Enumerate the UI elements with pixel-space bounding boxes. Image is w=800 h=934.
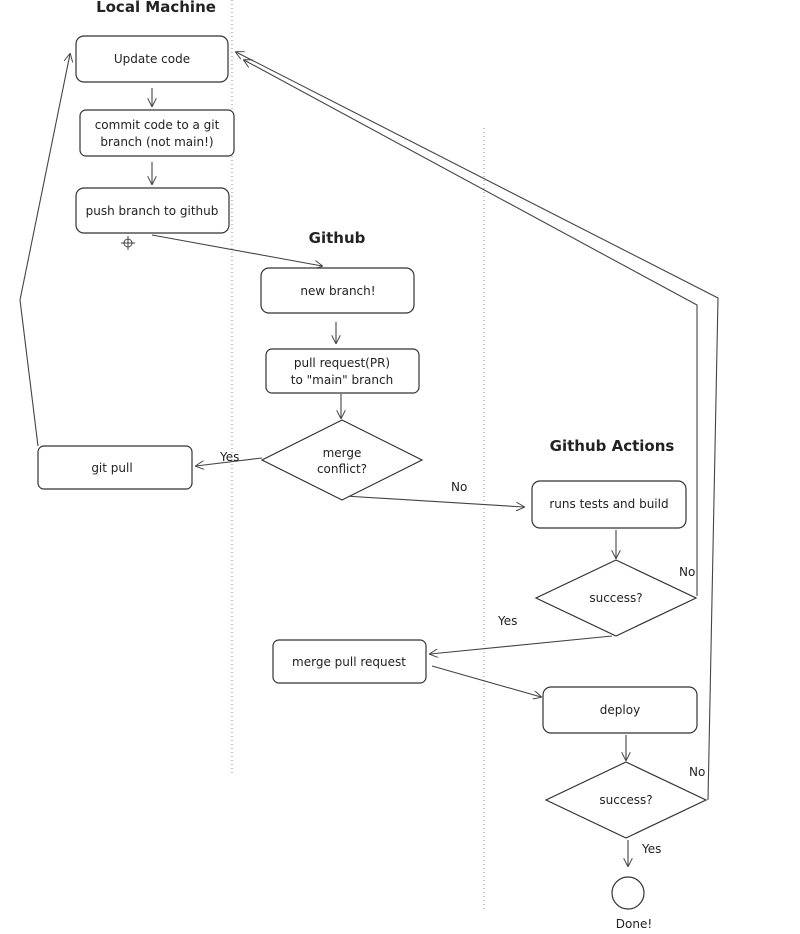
edge-success2-no-to-update: [236, 52, 719, 801]
decision-success-deploy-label: success?: [599, 793, 652, 807]
edge-label-success1-no: No: [679, 565, 695, 579]
node-pr-label-line1: pull request(PR): [294, 356, 390, 370]
decision-merge-conflict-line1: merge: [323, 446, 362, 460]
node-new-branch-label: new branch!: [300, 284, 375, 298]
node-push-branch: push branch to github: [75, 187, 230, 234]
move-cursor-icon: [121, 236, 135, 250]
edge-label-success1-yes: Yes: [497, 614, 517, 628]
decision-success-tests-label: success?: [589, 591, 642, 605]
lane-title-local-machine: Local Machine: [96, 0, 216, 16]
node-push-label: push branch to github: [86, 204, 219, 218]
lane-title-github-actions: Github Actions: [550, 437, 675, 455]
lane-title-github: Github: [309, 229, 366, 247]
node-new-branch: new branch!: [260, 267, 415, 314]
node-runs-tests-label: runs tests and build: [549, 497, 668, 511]
decision-merge-conflict-line2: conflict?: [317, 462, 367, 476]
edge-success1-yes-to-merge: [430, 635, 613, 654]
decision-success-deploy: success?: [544, 761, 708, 839]
decision-success-tests: success?: [534, 559, 698, 637]
node-pull-request: pull request(PR) to "main" branch: [265, 348, 420, 394]
edge-git-pull-to-update: [19, 54, 70, 447]
edge-label-conflict-no: No: [451, 480, 467, 494]
end-node-label: Done!: [616, 917, 652, 931]
edge-label-success2-yes: Yes: [641, 842, 661, 856]
edge-merge-to-deploy: [431, 665, 541, 697]
edge-conflict-no-to-tests: [344, 495, 524, 507]
edge-label-conflict-yes: Yes: [219, 450, 239, 464]
decision-merge-conflict: merge conflict?: [260, 419, 424, 501]
node-runs-tests: runs tests and build: [531, 480, 687, 529]
node-pr-label-line2: to "main" branch: [291, 373, 393, 387]
node-git-pull-label: git pull: [91, 461, 132, 475]
edge-label-success2-no: No: [689, 765, 705, 779]
edge-push-to-new-branch: [151, 234, 322, 266]
node-git-pull: git pull: [37, 445, 193, 490]
node-deploy: deploy: [542, 686, 698, 734]
end-node: [611, 876, 645, 910]
node-merge-pr-label: merge pull request: [292, 655, 406, 669]
node-update-code: Update code: [75, 35, 229, 83]
node-merge-pull-request: merge pull request: [272, 639, 427, 684]
node-commit-label-line2: branch (not main!): [100, 135, 213, 149]
node-update-code-label: Update code: [114, 52, 190, 66]
edge-conflict-yes-to-git-pull: [196, 457, 263, 466]
node-deploy-label: deploy: [600, 703, 640, 717]
edge-success1-no-to-update: [244, 60, 698, 596]
node-commit-code: commit code to a git branch (not main!): [79, 109, 235, 157]
node-commit-label-line1: commit code to a git: [95, 118, 220, 132]
